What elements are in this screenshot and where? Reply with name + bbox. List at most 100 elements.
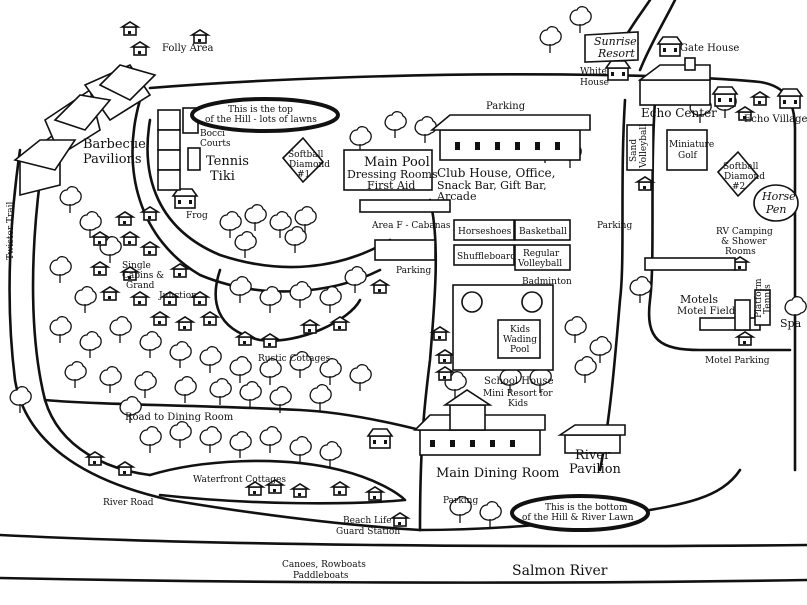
- label-softball-1: Softball: [288, 150, 324, 160]
- buildings: [13, 36, 803, 456]
- label-single-cabins-4: Junction: [158, 291, 197, 301]
- cabanas-row: [359, 199, 451, 213]
- loop-road-outer: [146, 118, 392, 269]
- label-echo-village: Echo Village: [744, 114, 807, 125]
- label-shuffleboard: Shuffleboard: [457, 252, 516, 262]
- label-paddleboats: Paddleboats: [293, 571, 349, 581]
- loop-road-inner: [131, 98, 382, 293]
- volleyball-box: [514, 244, 571, 271]
- label-mini-resort-2: Kids: [508, 399, 528, 409]
- label-folly-area: Folly Area: [162, 43, 214, 54]
- label-rv-camping-2: & Shower: [721, 237, 767, 247]
- label-platform-tennis: Platform: [754, 278, 764, 318]
- label-mini-golf-2: Golf: [678, 151, 697, 161]
- label-barbecue: Barbecue: [83, 137, 146, 152]
- barbecue-pavilion-sheds: [13, 63, 157, 197]
- river-pavilion-building: [557, 424, 626, 454]
- label-main-pool: Main Pool: [364, 155, 430, 170]
- gate-house-building: [657, 36, 683, 57]
- sunrise-resort-box: [584, 31, 639, 63]
- label-beach-2: Guard Station: [336, 527, 400, 537]
- label-motel-field: Motel Field: [677, 306, 736, 317]
- label-white-house-2: House: [580, 78, 609, 88]
- label-single-cabins-2: Cabins &: [122, 271, 164, 281]
- label-softball-2: Softball: [723, 162, 759, 172]
- frog-building: [172, 188, 198, 209]
- label-motels: Motels: [680, 293, 718, 306]
- label-clubhouse-2: Snack Bar, Gift Bar,: [437, 179, 547, 192]
- east-road: [598, 98, 627, 472]
- label-pavilions: Pavilions: [83, 152, 142, 167]
- label-parking-mid: Parking: [396, 266, 431, 276]
- dining-road: [43, 398, 422, 432]
- kids-pool-box: [497, 319, 541, 359]
- label-frog: Frog: [186, 211, 208, 221]
- label-clubhouse-3: Arcade: [436, 190, 476, 203]
- label-gate-house: Gate House: [680, 43, 739, 54]
- label-sunrise-resort-2: Resort: [597, 47, 635, 60]
- horse-pen-outline: [753, 184, 799, 222]
- label-bocci: Bocci: [200, 129, 225, 139]
- label-softball-1c: #1: [297, 170, 310, 180]
- label-sand-volleyball: Sand: [629, 139, 639, 162]
- white-house-building: [605, 60, 631, 81]
- motel-buildings: [644, 257, 761, 331]
- label-badminton: Badminton: [522, 277, 572, 287]
- horseshoes-box: [453, 219, 515, 241]
- label-white-house: White: [580, 67, 607, 77]
- label-motel-parking: Motel Parking: [705, 356, 770, 366]
- basketball-box: [514, 219, 571, 241]
- top-of-hill-callout: [190, 97, 340, 133]
- outer-west-road: [8, 148, 422, 532]
- platform-tennis-box: [754, 289, 771, 326]
- label-river-pavilion: River: [575, 448, 611, 463]
- mini-golf-box: [666, 129, 708, 171]
- label-softball-2c: #2: [732, 182, 745, 192]
- label-tennis: Tennis: [206, 154, 249, 169]
- label-softball-1b: Diamond: [289, 160, 330, 170]
- label-top-hill-2: of the Hill - lots of lawns: [205, 115, 317, 125]
- label-horse-pen: Horse: [761, 190, 796, 203]
- label-platform-tennis-2: Tennis: [763, 284, 773, 314]
- label-mini-golf: Miniature: [669, 140, 714, 150]
- softball-diamond-1: [281, 136, 325, 184]
- label-kids-pool: Kids: [510, 325, 530, 335]
- label-softball-2b: Diamond: [724, 172, 765, 182]
- label-bottom-hill-2: of the Hill & River Lawn: [522, 513, 634, 523]
- label-area-f: Area F - Cabanas: [371, 221, 451, 231]
- label-sunrise-resort: Sunrise: [594, 35, 637, 48]
- label-main-dining: Main Dining Room: [436, 466, 559, 481]
- label-horseshoes: Horseshoes: [458, 227, 512, 237]
- map-labels: Folly Area Sunrise Resort Gate House Whi…: [6, 35, 807, 581]
- label-bocci-2: Courts: [200, 139, 231, 149]
- club-house-building: [429, 114, 591, 161]
- label-parking-top: Parking: [486, 101, 526, 112]
- label-parking-mid-right: Parking: [597, 221, 632, 231]
- label-tiki: Tiki: [210, 169, 235, 184]
- activity-areas: [281, 31, 799, 371]
- label-canoes: Canoes, Rowboats: [282, 560, 366, 570]
- main-dining-building: [413, 389, 546, 456]
- label-sand-volleyball-2: Volleyball: [639, 124, 649, 169]
- label-road-to-dining: Road to Dining Room: [125, 412, 234, 423]
- top-road: [148, 73, 797, 472]
- salmon-river-banks: [0, 533, 807, 584]
- label-beach: Beach Life: [343, 516, 392, 526]
- parking-lodge: [374, 239, 436, 261]
- label-dressing-rooms: Dressing Rooms: [347, 168, 438, 181]
- river-road-loop: [148, 459, 407, 505]
- bottom-of-hill-callout: [510, 494, 650, 532]
- label-echo-center: Echo Center: [641, 106, 717, 120]
- label-salmon-river: Salmon River: [512, 563, 608, 579]
- main-pool-box: [343, 149, 433, 191]
- label-waterfront-cottages: Waterfront Cottages: [193, 475, 286, 485]
- label-spa: Spa: [780, 317, 802, 330]
- label-rustic-cottages: Rustic Cottages: [258, 354, 331, 364]
- label-horse-pen-2: Pen: [765, 203, 787, 216]
- shuffleboard-box: [453, 244, 515, 266]
- softball-diamond-2: [716, 150, 760, 198]
- label-rv-camping-3: Rooms: [725, 247, 756, 257]
- label-river-road: River Road: [103, 498, 154, 508]
